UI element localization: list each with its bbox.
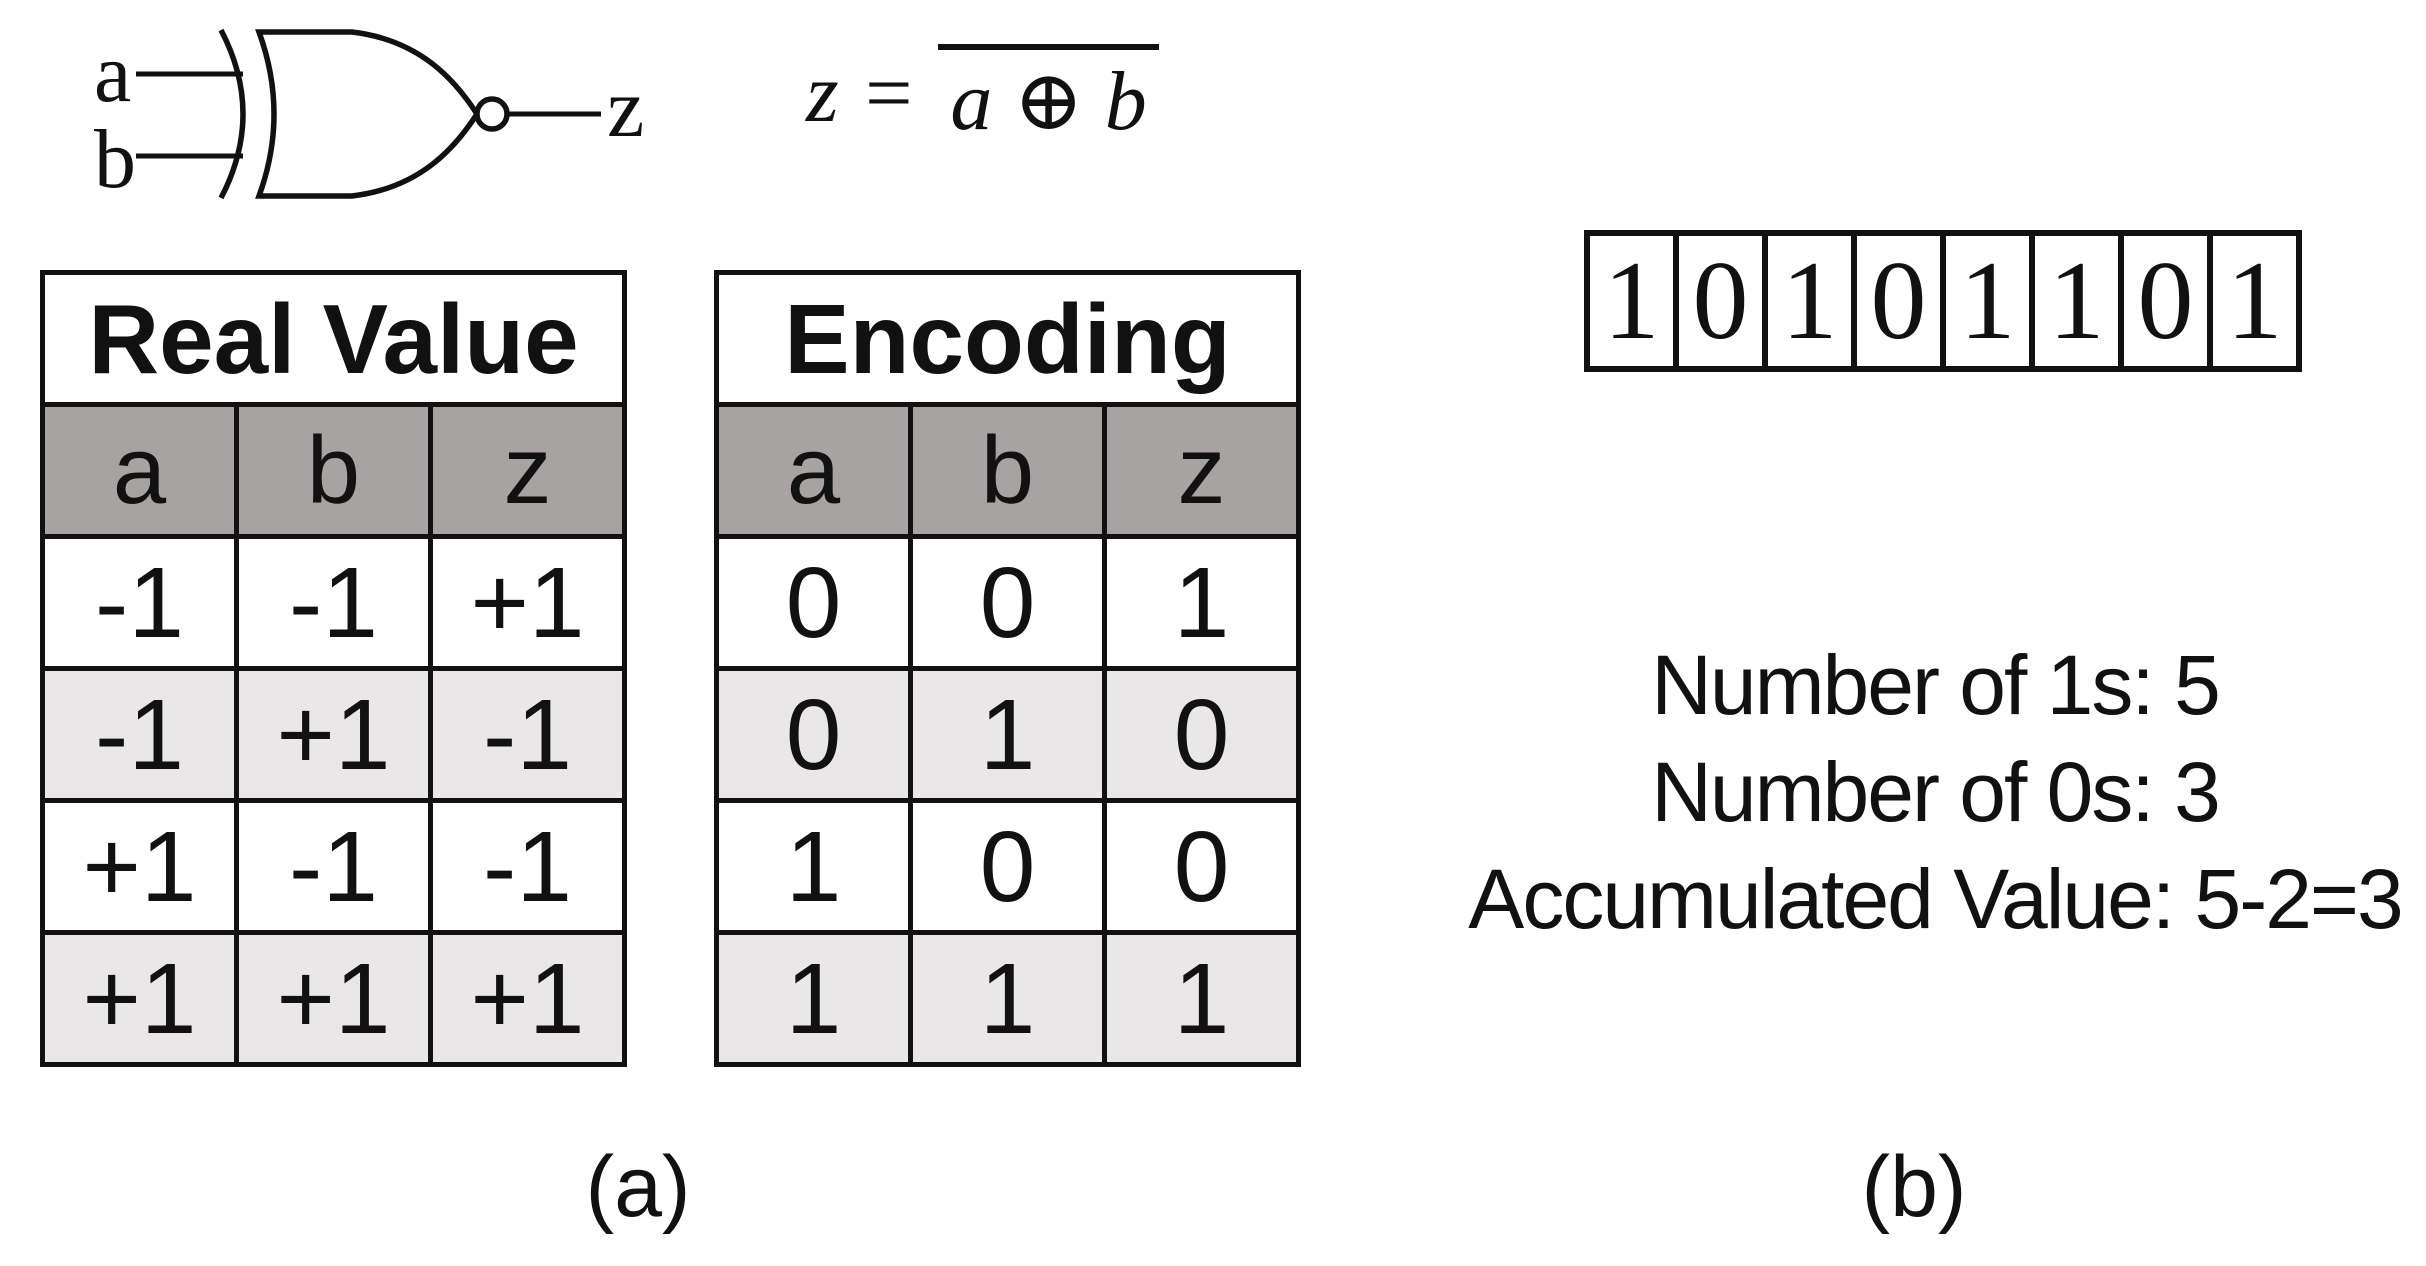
- bit-cell: 1: [2207, 230, 2302, 372]
- encoding-title: Encoding: [714, 270, 1301, 407]
- table-cell: -1: [40, 534, 239, 671]
- table-row: -1 +1 -1: [40, 666, 627, 803]
- stat-number-of-ones: Number of 1s: 5: [1651, 638, 2221, 732]
- real-value-title: Real Value: [40, 270, 627, 407]
- table-row: +1 +1 +1: [40, 930, 627, 1067]
- gate-body: [255, 29, 481, 199]
- table-cell: 0: [908, 798, 1107, 935]
- col-header-z: z: [428, 402, 627, 539]
- table-cell: 0: [714, 666, 913, 803]
- table-cell: 1: [908, 666, 1107, 803]
- bit-cell: 1: [1584, 230, 1679, 372]
- table-cell: +1: [428, 534, 627, 671]
- table-cell: -1: [428, 798, 627, 935]
- table-row: 0 0 1: [714, 534, 1301, 671]
- table-title-row: Real Value: [40, 270, 627, 407]
- table-cell: -1: [234, 798, 433, 935]
- table-cell: 0: [908, 534, 1107, 671]
- bit-cell: 0: [1673, 230, 1768, 372]
- bit-cell: 0: [2118, 230, 2213, 372]
- table-row: 1 1 1: [714, 930, 1301, 1067]
- col-header-a: a: [40, 402, 239, 539]
- panel-label-a: (a): [585, 1139, 691, 1235]
- gate-output-label: z: [607, 62, 644, 155]
- table-cell: +1: [40, 930, 239, 1067]
- table-cell: 1: [908, 930, 1107, 1067]
- table-cell: 1: [714, 798, 913, 935]
- table-cell: +1: [234, 666, 433, 803]
- bit-cell: 0: [1851, 230, 1946, 372]
- table-cell: +1: [40, 798, 239, 935]
- gate-inversion-bubble: [474, 96, 510, 132]
- table-row: +1 -1 -1: [40, 798, 627, 935]
- table-cell: 1: [714, 930, 913, 1067]
- gate-input-label-a: a: [94, 27, 131, 120]
- bitstream-row: 1 0 1 0 1 1 0 1: [1584, 230, 2302, 372]
- xnor-gate-diagram: a b z: [94, 27, 644, 206]
- col-header-z: z: [1102, 402, 1301, 539]
- table-header-row: a b z: [714, 402, 1301, 539]
- table-cell: 1: [1102, 930, 1301, 1067]
- encoding-table: Encoding a b z 0 0 1 0 1 0 1 0 0 1 1 1: [714, 270, 1301, 1067]
- real-value-table: Real Value a b z -1 -1 +1 -1 +1 -1 +1 -1…: [40, 270, 627, 1067]
- table-cell: +1: [428, 930, 627, 1067]
- table-cell: -1: [234, 534, 433, 671]
- table-header-row: a b z: [40, 402, 627, 539]
- table-cell: -1: [428, 666, 627, 803]
- table-title-row: Encoding: [714, 270, 1301, 407]
- table-row: 1 0 0: [714, 798, 1301, 935]
- panel-label-b: (b): [1861, 1139, 1967, 1235]
- col-header-a: a: [714, 402, 913, 539]
- table-cell: 0: [1102, 666, 1301, 803]
- bitstream-array: 1 0 1 0 1 1 0 1: [1584, 230, 2302, 372]
- gate-equation: z = a ⊕ b: [806, 44, 1159, 148]
- bit-cell: 1: [1940, 230, 2035, 372]
- col-header-b: b: [234, 402, 433, 539]
- table-cell: +1: [234, 930, 433, 1067]
- table-cell: 0: [1102, 798, 1301, 935]
- stat-accumulated-value: Accumulated Value: 5-2=3: [1468, 852, 2403, 946]
- equation-overlined-rhs: a ⊕ b: [938, 44, 1159, 148]
- table-row: 0 1 0: [714, 666, 1301, 803]
- xor-input-arc: [218, 28, 246, 200]
- table-cell: -1: [40, 666, 239, 803]
- bit-cell: 1: [2029, 230, 2124, 372]
- stats-block: Number of 1s: 5 Number of 0s: 3 Accumula…: [1380, 632, 2426, 953]
- gate-input-label-b: b: [94, 113, 136, 206]
- bit-cell: 1: [1762, 230, 1857, 372]
- table-row: -1 -1 +1: [40, 534, 627, 671]
- stat-number-of-zeros: Number of 0s: 3: [1651, 745, 2221, 839]
- table-cell: 1: [1102, 534, 1301, 671]
- equation-lhs: z =: [806, 47, 917, 140]
- col-header-b: b: [908, 402, 1107, 539]
- table-cell: 0: [714, 534, 913, 671]
